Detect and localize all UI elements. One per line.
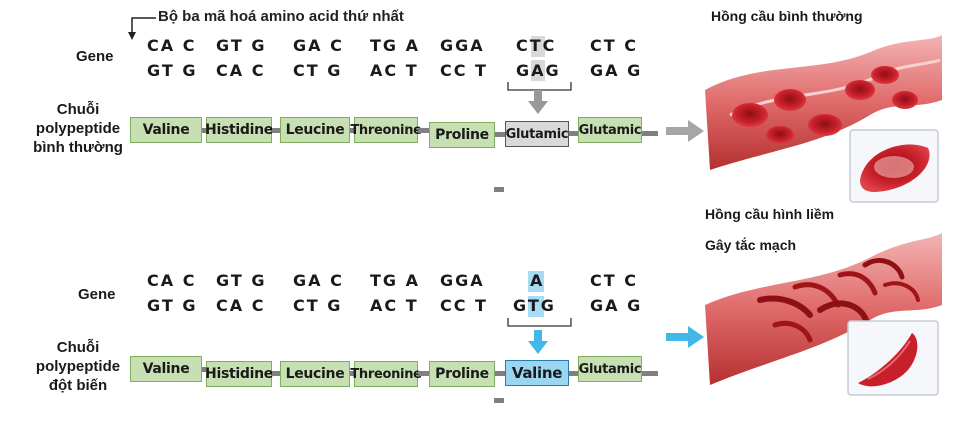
gene-label-normal: Gene — [76, 48, 114, 65]
codon-bottom-mutant-7: GA G — [590, 296, 643, 315]
highlight-top-mutant — [528, 271, 544, 292]
amino-mutant-threonine: Threonine — [350, 361, 422, 387]
peptide-bond — [350, 371, 356, 376]
codon-bottom-mutant-1: GT G — [147, 296, 198, 315]
chain-label-mutant: Chuỗi polypeptide đột biến — [35, 339, 121, 394]
peptide-bond — [418, 128, 430, 133]
normal-blood-vessel-illustration — [705, 35, 942, 203]
amino-normal-threonine: Threonine — [350, 117, 422, 143]
amino-mutant-proline: Proline — [429, 361, 495, 387]
codon-top-normal-6: CTC — [516, 36, 557, 55]
codon-top-normal-5: GGA — [440, 36, 485, 55]
sickle-blood-vessel-illustration — [705, 233, 942, 396]
codon-top-mutant-3: GA C — [293, 271, 344, 290]
blockage-caption: Gây tắc mạch — [705, 237, 797, 253]
gene-label-mutant: Gene — [78, 286, 116, 303]
codon-bottom-normal-4: AC T — [370, 61, 419, 80]
highlight-bottom-mutant — [528, 296, 544, 317]
codon-bottom-mutant-5: CC T — [440, 296, 488, 315]
highlight-bottom-normal — [531, 60, 545, 81]
mutant-cell-caption: Hồng cầu hình liềm — [705, 206, 835, 222]
amino-mutant-valine-substituted: Valine — [505, 360, 569, 386]
codon-bottom-normal-5: CC T — [440, 61, 488, 80]
codon-top-mutant-6: A — [530, 271, 545, 290]
amino-mutant-glutamic: Glutamic — [578, 356, 642, 382]
peptide-bond — [418, 371, 430, 376]
peptide-bond — [202, 128, 208, 133]
amino-normal-histidine: Histidine — [205, 117, 273, 143]
codon-top-normal-4: TG A — [370, 36, 420, 55]
peptide-bond — [642, 371, 658, 376]
codon-top-mutant-1: CA C — [147, 271, 197, 290]
codon-top-mutant-4: TG A — [370, 271, 420, 290]
codon-top-normal-2: GT G — [216, 36, 267, 55]
codon-top-mutant-7: CT C — [590, 271, 638, 290]
note-pointer-arrow — [128, 17, 156, 40]
peptide-bond — [569, 371, 579, 376]
codon-bottom-normal-1: GT G — [147, 61, 198, 80]
right-arrow-mutant — [666, 326, 704, 348]
codon-top-mutant-2: GT G — [216, 271, 267, 290]
normal-cell-caption: Hồng cầu bình thường — [711, 8, 863, 24]
bracket-mutant — [507, 318, 572, 327]
peptide-bond — [272, 128, 280, 133]
codon-bottom-mutant-4: AC T — [370, 296, 419, 315]
codon-top-normal-7: CT C — [590, 36, 638, 55]
codon-bottom-normal-7: GA G — [590, 61, 643, 80]
down-arrow-normal — [528, 90, 548, 114]
amino-normal-leucine: Leucine — [280, 117, 350, 143]
tail-mark-normal — [494, 187, 504, 192]
codon-bottom-normal-3: CT G — [293, 61, 343, 80]
codon-bottom-normal-2: CA C — [216, 61, 266, 80]
codon-top-normal-1: CA C — [147, 36, 197, 55]
right-arrow-normal — [666, 120, 704, 142]
amino-mutant-histidine: Histidine — [205, 361, 273, 387]
peptide-bond — [202, 367, 208, 372]
amino-normal-glutamic-original: Glutamic — [505, 121, 569, 147]
chain-label-normal: Chuỗi polypeptide bình thường — [33, 101, 123, 156]
amino-mutant-leucine: Leucine — [280, 361, 350, 387]
peptide-bond — [495, 132, 505, 137]
codon-bottom-mutant-2: CA C — [216, 296, 266, 315]
codon-top-mutant-5: GGA — [440, 271, 485, 290]
peptide-bond — [642, 131, 658, 136]
codon-bottom-mutant-6: GTG — [513, 296, 556, 315]
peptide-bond — [272, 371, 280, 376]
peptide-bond — [350, 128, 356, 133]
codon-note: Bộ ba mã hoá amino acid thứ nhất — [158, 8, 404, 25]
tail-mark-mutant — [494, 398, 504, 403]
amino-normal-proline: Proline — [429, 122, 495, 148]
peptide-bond — [569, 131, 579, 136]
peptide-bond — [495, 371, 505, 376]
highlight-top-normal — [531, 36, 545, 57]
codon-top-normal-3: GA C — [293, 36, 344, 55]
codon-bottom-normal-6: GAG — [516, 61, 561, 80]
down-arrow-mutant — [528, 330, 548, 354]
amino-normal-valine: Valine — [130, 117, 202, 143]
codon-bottom-mutant-3: CT G — [293, 296, 343, 315]
amino-normal-glutamic: Glutamic — [578, 117, 642, 143]
amino-mutant-valine: Valine — [130, 356, 202, 382]
